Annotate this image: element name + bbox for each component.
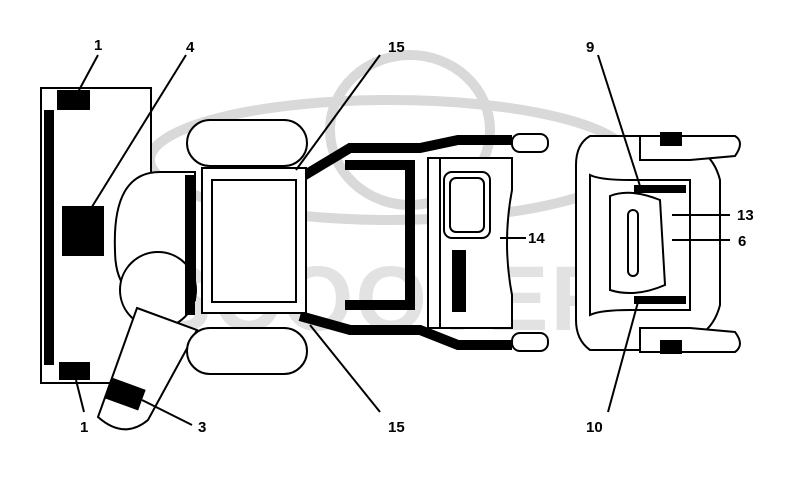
callouts: 1 4 15 9 13 6 14 1 3 15 10 xyxy=(80,37,754,436)
callout-14: 14 xyxy=(528,230,545,247)
callout-1-top: 1 xyxy=(94,37,102,54)
decal-9 xyxy=(634,185,686,193)
tire-top xyxy=(186,119,308,167)
callout-15-bottom: 15 xyxy=(388,419,405,436)
decal-1-bottom xyxy=(59,362,90,380)
decal-10 xyxy=(634,296,686,304)
rear-bag xyxy=(96,251,199,431)
callout-10: 10 xyxy=(586,419,603,436)
tire-bottom xyxy=(186,327,308,375)
decal-4 xyxy=(62,206,104,256)
callout-1-bottom: 1 xyxy=(80,419,88,436)
leader-lines xyxy=(75,54,730,426)
callout-15-top: 15 xyxy=(388,39,405,56)
front-cowl xyxy=(575,132,741,354)
callout-6: 6 xyxy=(738,233,746,250)
decal-14 xyxy=(452,250,466,312)
callout-3: 3 xyxy=(198,419,206,436)
decal-1-top xyxy=(57,90,90,110)
callout-4: 4 xyxy=(186,39,195,56)
decal-3 xyxy=(105,377,146,411)
callout-13: 13 xyxy=(737,207,754,224)
front-bumper xyxy=(511,133,549,352)
seat xyxy=(201,167,307,314)
frame xyxy=(185,135,512,350)
dashboard xyxy=(427,157,513,329)
callout-9: 9 xyxy=(586,39,594,56)
